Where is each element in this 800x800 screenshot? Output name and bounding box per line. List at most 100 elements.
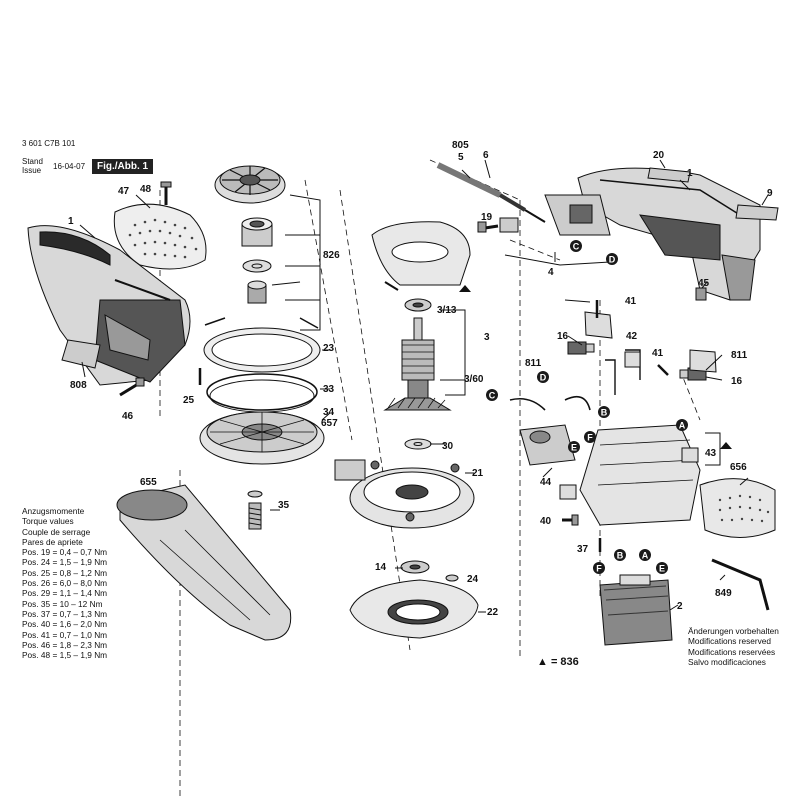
spindle-screw [247,490,263,530]
part-label: 30 [442,441,454,452]
letter-markers: C D D C B A F E B A F E [486,240,688,574]
washer-30 [404,438,432,450]
sanding-pad [199,411,325,465]
part-label: 16 [557,331,569,342]
triangle-legend: ▲ = 836 [537,656,579,668]
part-label: 33 [323,384,335,395]
small-washer-24 [445,574,459,582]
part-label: 811 [731,350,748,361]
part-label: 35 [278,500,290,511]
part-label: 808 [70,380,87,391]
torque-row: Pos. 24 = 1,5 – 1,9 Nm [22,557,108,568]
part-label: 6 [483,150,489,161]
marker-letter: B [617,551,624,561]
torque-row: Pos. 37 = 0,7 – 1,3 Nm [22,608,108,619]
pinion-gear [247,280,267,304]
housing-half-left [27,225,191,386]
label-sticker [61,339,101,369]
part-label: 2 [677,601,683,612]
fan-cover [371,221,471,291]
dust-box [116,484,292,641]
hook-loop-plate [349,579,479,639]
marker-b-low: B [614,549,626,561]
part-label: 655 [140,477,157,488]
cable-clamp [499,217,519,233]
stator [599,574,673,646]
part-label: 46 [122,411,134,422]
stand-label: Stand [22,157,43,166]
torque-row: Pos. 26 = 6,0 – 8,0 Nm [22,578,108,589]
electronic-module [509,395,591,466]
part-label: 48 [140,184,152,195]
doc-number: 3 601 C7B 101 [22,139,76,148]
part-label: 21 [472,468,484,479]
part-label: 25 [183,395,195,406]
torque-title-es: Pares de apriete [22,536,83,547]
part-label: 849 [715,588,732,599]
part-label: 657 [321,418,338,429]
torque-title-en: Torque values [22,516,74,527]
switch-block [544,194,611,236]
note-fr: Modifications reservées [688,646,776,657]
issue-label: Issue [22,166,42,175]
dust-cover-plate [113,203,207,270]
part-label: 5 [458,152,464,163]
part-label: 22 [487,607,499,618]
part-label: 37 [577,544,589,555]
part-label: 3 [484,332,490,343]
marker-f-mid: F [584,431,596,443]
marker-c-mid: C [486,389,498,401]
marker-letter: D [609,255,616,265]
part-label: 4 [548,267,554,278]
screw-41b [657,364,669,376]
marker-letter: F [587,433,593,443]
screw-19 [477,221,499,233]
note-de: Änderungen vorbehalten [688,626,779,636]
screw-46 [119,377,145,397]
lower-bearing [400,560,430,574]
torque-title-de: Anzugsmomente [22,506,85,516]
marker-letter: D [540,373,547,383]
screw-45 [695,287,707,301]
part-label: 34 [323,407,335,418]
label-9 [735,204,779,221]
torque-row: Pos. 41 = 0,7 – 1,0 Nm [22,629,108,640]
field-housing [559,424,701,526]
power-cable [436,162,546,223]
torque-row: Pos. 29 = 1,1 – 1,4 Nm [22,588,108,599]
issue-date: 16-04-07 [53,162,86,171]
brush-holder-right [689,349,717,373]
marker-letter: B [601,408,608,418]
part-label: 19 [481,212,493,223]
torque-title-fr: Couple de serrage [22,526,91,537]
lower-housing [334,459,475,529]
part-label: 14 [375,562,387,573]
marker-f-low: F [593,562,605,574]
part-label: 23 [323,343,335,354]
part-label: 20 [653,150,665,161]
marker-d-mid: D [537,371,549,383]
armature-bearing [404,298,432,312]
marker-letter: F [596,564,602,574]
torque-row: Pos. 40 = 1,6 – 2,0 Nm [22,619,108,630]
part-label: 47 [118,186,130,197]
screw-40 [562,514,579,526]
marker-letter: A [679,421,686,431]
wiring-42 [605,349,641,395]
torque-row: Pos. 19 = 0,4 – 0,7 Nm [22,547,108,558]
part-label: 41 [625,296,637,307]
torque-row: Pos. 46 = 1,8 – 2,3 Nm [22,639,108,650]
note-es: Salvo modificaciones [688,656,766,667]
part-label: 9 [767,188,773,199]
part-labels: 1 47 48 808 46 826 23 25 33 34 657 30 35… [68,140,773,618]
marker-d-top: D [606,253,618,265]
marker-e-mid: E [568,441,580,453]
triangle-markers [459,285,732,449]
part-label: 24 [467,574,479,585]
modification-notes: Änderungen vorbehalten Modifications res… [688,626,779,667]
marker-letter: E [571,443,577,453]
marker-b-mid: B [598,406,610,418]
part-label: 42 [626,331,638,342]
part-label: 41 [652,348,664,359]
